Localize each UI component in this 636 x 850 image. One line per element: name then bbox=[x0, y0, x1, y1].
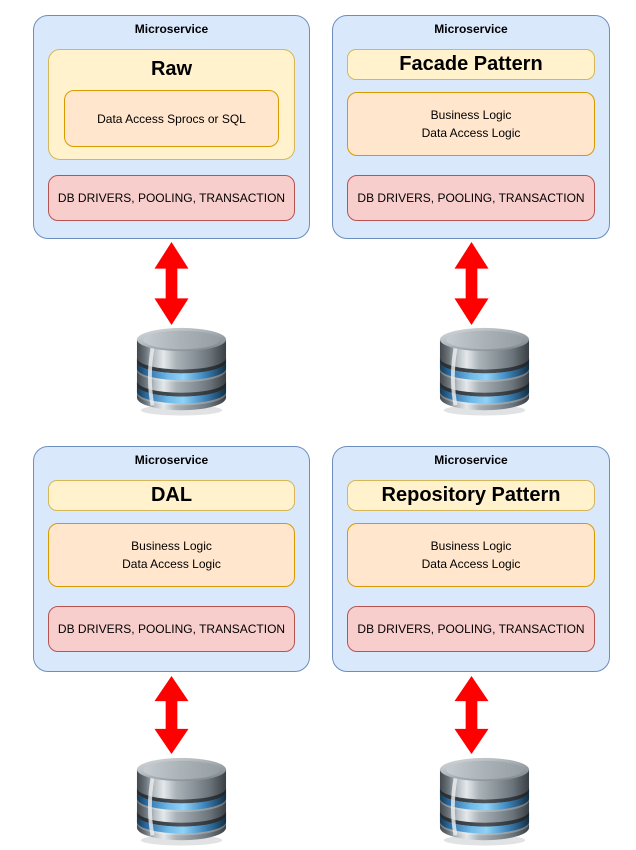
facade-title-box: Facade Pattern bbox=[347, 49, 595, 80]
database-icon bbox=[436, 756, 533, 847]
facade-driver-box: DB DRIVERS, POOLING, TRANSACTION bbox=[347, 175, 595, 221]
microservice-card-dal: Microservice DAL Business Logic Data Acc… bbox=[33, 446, 310, 672]
microservice-label: Microservice bbox=[434, 22, 508, 36]
microservice-card-repository: Microservice Repository Pattern Business… bbox=[332, 446, 610, 672]
raw-title-box: Raw Data Access Sprocs or SQL bbox=[48, 49, 295, 160]
facade-logic-box: Business Logic Data Access Logic bbox=[347, 92, 595, 156]
double-arrow-icon bbox=[454, 676, 489, 754]
raw-driver-box: DB DRIVERS, POOLING, TRANSACTION bbox=[48, 175, 295, 221]
dal-title-box: DAL bbox=[48, 480, 295, 511]
repository-title-box: Repository Pattern bbox=[347, 480, 595, 511]
double-arrow-icon bbox=[154, 242, 189, 325]
database-icon bbox=[133, 756, 230, 847]
logic-line: Business Logic bbox=[430, 539, 512, 553]
double-arrow-icon bbox=[454, 242, 489, 325]
logic-line: Business Logic bbox=[131, 539, 212, 553]
microservice-card-raw: Microservice Raw Data Access Sprocs or S… bbox=[33, 15, 310, 239]
logic-line: Business Logic bbox=[430, 108, 512, 122]
facade-title: Facade Pattern bbox=[399, 53, 543, 75]
logic-line: Data Access Sprocs or SQL bbox=[97, 111, 246, 126]
logic-line: Data Access Logic bbox=[122, 557, 221, 571]
database-icon bbox=[133, 326, 230, 417]
double-arrow-icon bbox=[154, 676, 189, 754]
logic-line: Data Access Logic bbox=[421, 126, 521, 140]
raw-title: Raw bbox=[150, 58, 193, 80]
microservice-label: Microservice bbox=[134, 453, 209, 467]
raw-logic-box: Data Access Sprocs or SQL bbox=[64, 90, 279, 147]
dal-title: DAL bbox=[150, 484, 193, 506]
database-icon bbox=[436, 326, 533, 417]
repository-logic-box: Business Logic Data Access Logic bbox=[347, 523, 595, 587]
dal-driver-box: DB DRIVERS, POOLING, TRANSACTION bbox=[48, 606, 295, 652]
microservice-label: Microservice bbox=[134, 22, 209, 36]
dal-logic-box: Business Logic Data Access Logic bbox=[48, 523, 295, 587]
repository-driver-box: DB DRIVERS, POOLING, TRANSACTION bbox=[347, 606, 595, 652]
microservice-card-facade: Microservice Facade Pattern Business Log… bbox=[332, 15, 610, 239]
repository-title: Repository Pattern bbox=[381, 484, 561, 506]
microservice-label: Microservice bbox=[434, 453, 508, 467]
logic-line: Data Access Logic bbox=[421, 557, 521, 571]
